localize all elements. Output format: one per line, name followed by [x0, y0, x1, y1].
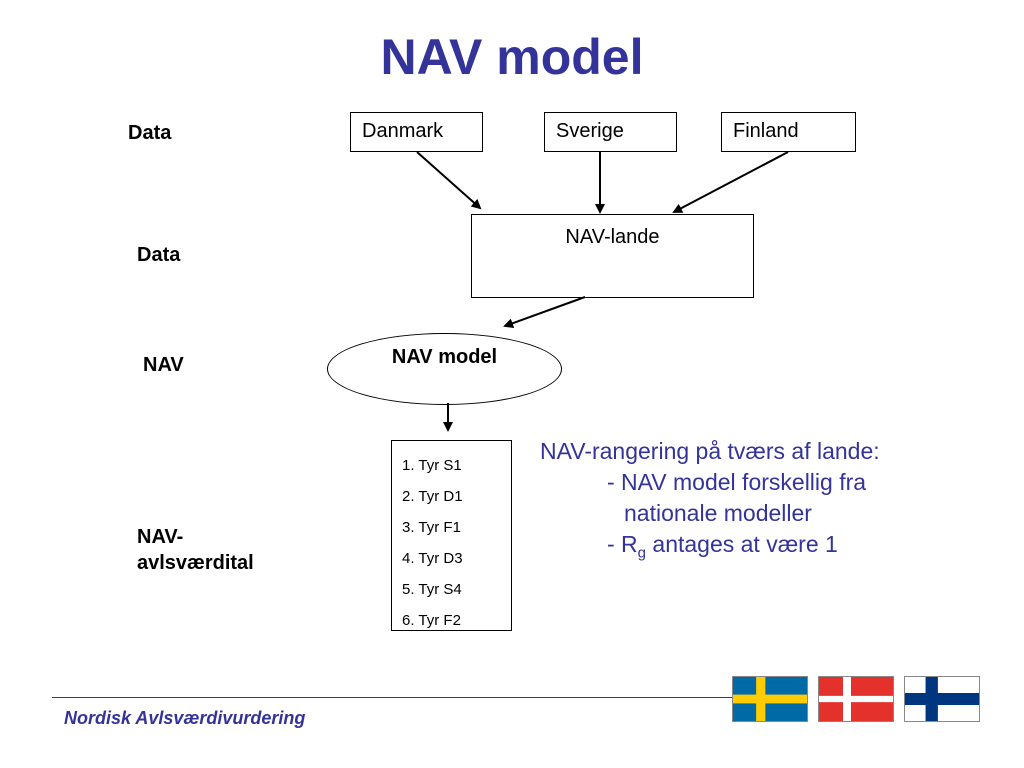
- note-line-3: nationale modeller: [624, 500, 812, 526]
- list-item: 2. Tyr D1: [402, 488, 463, 505]
- note-line-4-suffix: antages at være 1: [646, 531, 838, 557]
- arrow-finland-to-nav-lande: [672, 151, 789, 213]
- row-label-nav-ebv: NAV- avlsværdital: [137, 524, 254, 576]
- box-sverige: Sverige: [544, 112, 677, 152]
- footer-divider: [52, 697, 732, 698]
- ranking-list: 1. Tyr S1 2. Tyr D1 3. Tyr F1 4. Tyr D3 …: [391, 440, 512, 631]
- nav-model-label: NAV model: [391, 346, 498, 368]
- box-nav-lande: NAV-lande: [471, 214, 754, 298]
- denmark-flag: [818, 676, 894, 722]
- sweden-flag: [732, 676, 808, 722]
- list-item: 1. Tyr S1: [402, 457, 462, 474]
- row-label-nav-ebv-line1: NAV-: [137, 526, 184, 548]
- nav-ranking-note: NAV-rangering på tværs af lande: - NAV m…: [540, 436, 880, 569]
- note-line-1: NAV-rangering på tværs af lande:: [540, 438, 880, 464]
- note-line-4: - Rg antages at være 1: [540, 529, 880, 569]
- note-line-4-subscript: g: [637, 544, 647, 562]
- list-item: 3. Tyr F1: [402, 519, 461, 536]
- row-label-data-1: Data: [128, 122, 172, 144]
- list-item: 4. Tyr D3: [402, 550, 463, 567]
- list-item: 5. Tyr S4: [402, 581, 462, 598]
- page-title: NAV model: [380, 29, 644, 85]
- list-item: 6. Tyr F2: [402, 612, 461, 629]
- arrow-nav-lande-to-nav-model: [503, 296, 586, 328]
- row-label-nav: NAV: [143, 354, 184, 376]
- footer-text: Nordisk Avlsværdivurdering: [64, 708, 306, 728]
- finland-flag: [904, 676, 980, 722]
- row-label-data-2: Data: [137, 244, 181, 266]
- nav-model-ellipse: [327, 333, 562, 405]
- box-finland: Finland: [721, 112, 856, 152]
- box-danmark: Danmark: [350, 112, 483, 152]
- note-line-2: - NAV model forskellig fra: [607, 469, 867, 495]
- note-line-4-prefix: - R: [607, 531, 638, 557]
- row-label-nav-ebv-line2: avlsværdital: [137, 552, 254, 574]
- arrow-danmark-to-nav-lande: [416, 151, 482, 210]
